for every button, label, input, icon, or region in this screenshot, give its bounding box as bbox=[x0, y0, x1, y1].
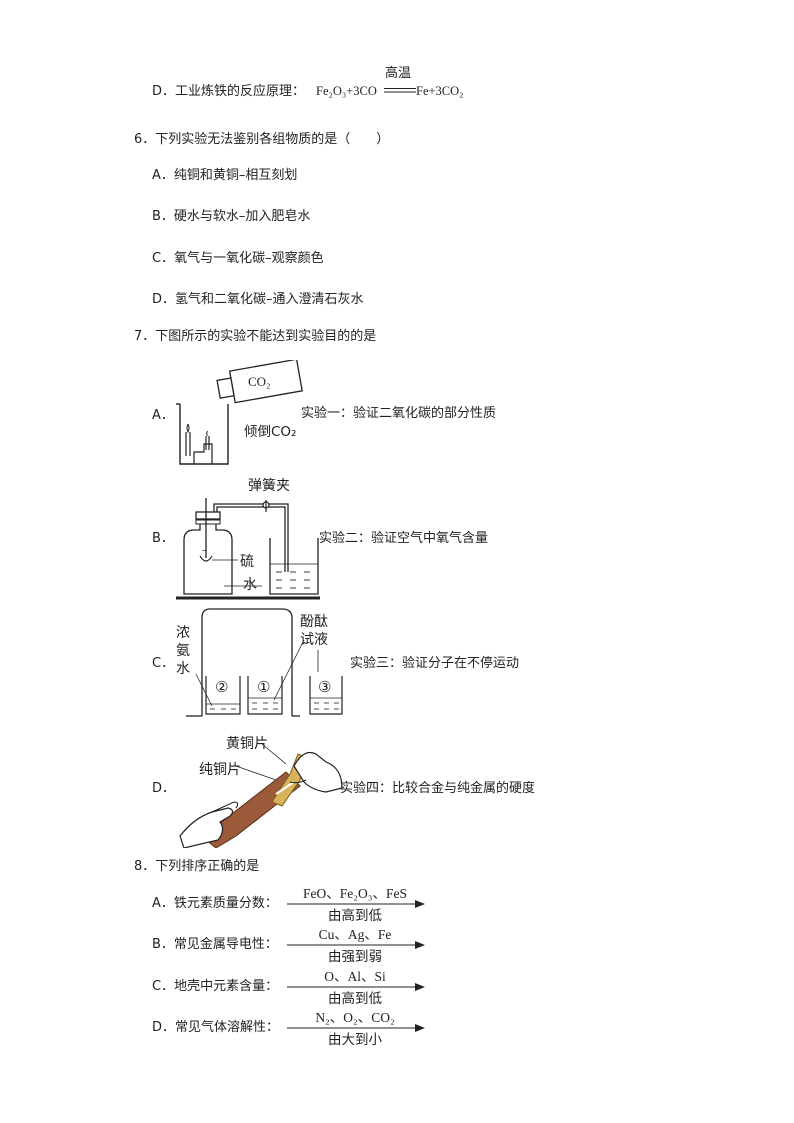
q8-option-a-prefix: A．铁元素质量分数： bbox=[152, 896, 278, 911]
q8-option-c-prefix: C．地壳中元素含量： bbox=[152, 979, 279, 994]
q7-c-letter: C． bbox=[152, 656, 175, 671]
q7-d-letter: D． bbox=[152, 781, 176, 796]
clamp-label: 弹簧夹 bbox=[248, 478, 290, 494]
q8-option-a-items: FeO、Fe₂O₃、FeS bbox=[303, 886, 407, 901]
q8-option-c-arrow: O、Al、Si 由高到低 bbox=[285, 965, 430, 1006]
q8-option-d-prefix: D．常见气体溶解性： bbox=[152, 1020, 280, 1035]
q8-option-d-arrow: N₂、O₂、CO₂ 由大到小 bbox=[285, 1006, 430, 1047]
q7-a-caption: 实验一：验证二氧化碳的部分性质 bbox=[301, 406, 497, 421]
q6-option-c: C．氧气与一氧化碳–观察颜色 bbox=[152, 251, 324, 266]
q7-c-caption: 实验三：验证分子在不停运动 bbox=[350, 656, 520, 671]
q8-stem: 8．下列排序正确的是 bbox=[134, 859, 260, 874]
phenol-label-1: 酚酞 bbox=[300, 614, 328, 630]
q7-b-letter: B． bbox=[152, 531, 174, 546]
q5-equals-sign bbox=[384, 88, 416, 93]
q8-option-a-arrow: FeO、Fe₂O₃、FeS 由高到低 bbox=[285, 882, 430, 923]
q8-option-d-items: N₂、O₂、CO₂ bbox=[315, 1010, 395, 1025]
beaker-1-label: ① bbox=[257, 678, 271, 696]
co2-pouring-diagram bbox=[176, 360, 303, 465]
q8-option-b-arrow: Cu、Ag、Fe 由强到弱 bbox=[285, 923, 430, 964]
q7-b-caption: 实验二：验证空气中氧气含量 bbox=[319, 531, 489, 546]
q5-formula-right: Fe+3CO₂ bbox=[416, 84, 464, 98]
q6-option-d: D．氢气和二氧化碳–通入澄清石灰水 bbox=[152, 292, 364, 307]
ammonia-label-1: 浓 bbox=[176, 625, 190, 641]
beaker-2-label: ② bbox=[215, 678, 229, 696]
brass-label: 黄铜片 bbox=[226, 736, 268, 752]
ammonia-label-2: 氨 bbox=[176, 643, 190, 659]
phenol-label-2: 试液 bbox=[300, 632, 328, 648]
q8-option-b-prefix: B．常见金属导电性： bbox=[152, 937, 278, 952]
q6-option-b: B．硬水与软水–加入肥皂水 bbox=[152, 209, 311, 224]
q5-formula-left: Fe₂O₃+3CO bbox=[316, 84, 377, 98]
water-label: 水 bbox=[243, 577, 257, 593]
q8-option-b-order: 由强到弱 bbox=[328, 949, 382, 964]
q7-d-caption: 实验四：比较合金与纯金属的硬度 bbox=[340, 781, 536, 796]
co2-bottle-label: CO₂ bbox=[248, 374, 271, 389]
q5-condition: 高温 bbox=[385, 66, 412, 81]
q8-option-a-order: 由高到低 bbox=[328, 908, 382, 923]
q6-stem: 6．下列实验无法鉴别各组物质的是（ ） bbox=[134, 132, 390, 147]
scratch-test-illustration bbox=[179, 743, 343, 848]
beaker-3-label: ③ bbox=[318, 678, 332, 696]
molecule-motion-apparatus bbox=[186, 608, 343, 717]
q8-option-b-items: Cu、Ag、Fe bbox=[318, 927, 392, 942]
q8-option-c-order: 由高到低 bbox=[328, 991, 382, 1006]
q5-option-d: D．工业炼铁的反应原理： bbox=[152, 84, 306, 99]
q7-stem: 7．下图所示的实验不能达到实验目的的是 bbox=[134, 329, 377, 344]
q7-a-letter: A． bbox=[152, 408, 174, 423]
pour-co2-label: 倾倒CO₂ bbox=[244, 424, 297, 440]
q8-option-c-items: O、Al、Si bbox=[324, 969, 386, 984]
sulfur-label: 硫 bbox=[240, 554, 254, 570]
q8-option-d-order: 由大到小 bbox=[328, 1032, 382, 1047]
q6-option-a: A．纯铜和黄铜–相互刻划 bbox=[152, 168, 298, 183]
oxygen-content-apparatus: ͡ bbox=[176, 498, 320, 600]
ammonia-label-3: 水 bbox=[176, 661, 190, 677]
copper-label: 纯铜片 bbox=[199, 762, 241, 778]
